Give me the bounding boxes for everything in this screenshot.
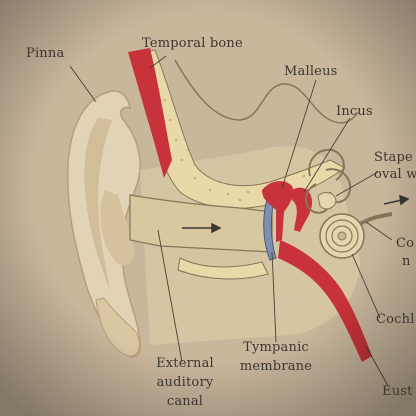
label-tympanic-line-1: Tympanic <box>243 340 309 355</box>
label-cochlea: Cochl <box>376 312 415 327</box>
label-stapes: Stape <box>374 150 413 165</box>
label-tympanic-line-2: membrane <box>239 359 313 374</box>
label-pinna: Pinna <box>26 46 65 61</box>
label-external-line-1: External <box>156 356 214 371</box>
label-temporal-bone: Temporal bone <box>142 36 243 51</box>
label-eustachian-tube: Eust <box>382 384 413 399</box>
label-incus: Incus <box>336 104 373 119</box>
label-tympanic-membrane: Tympanic membrane <box>234 340 318 374</box>
label-malleus: Malleus <box>284 64 338 79</box>
label-external-line-3: canal <box>166 394 204 409</box>
label-oval-window: oval wi <box>374 167 416 182</box>
label-cochlear-nerve-2: n <box>402 254 411 269</box>
label-external-auditory-canal: External auditory canal <box>144 356 226 409</box>
label-cochlear-nerve: Co <box>396 236 415 251</box>
label-external-line-2: auditory <box>156 375 214 390</box>
